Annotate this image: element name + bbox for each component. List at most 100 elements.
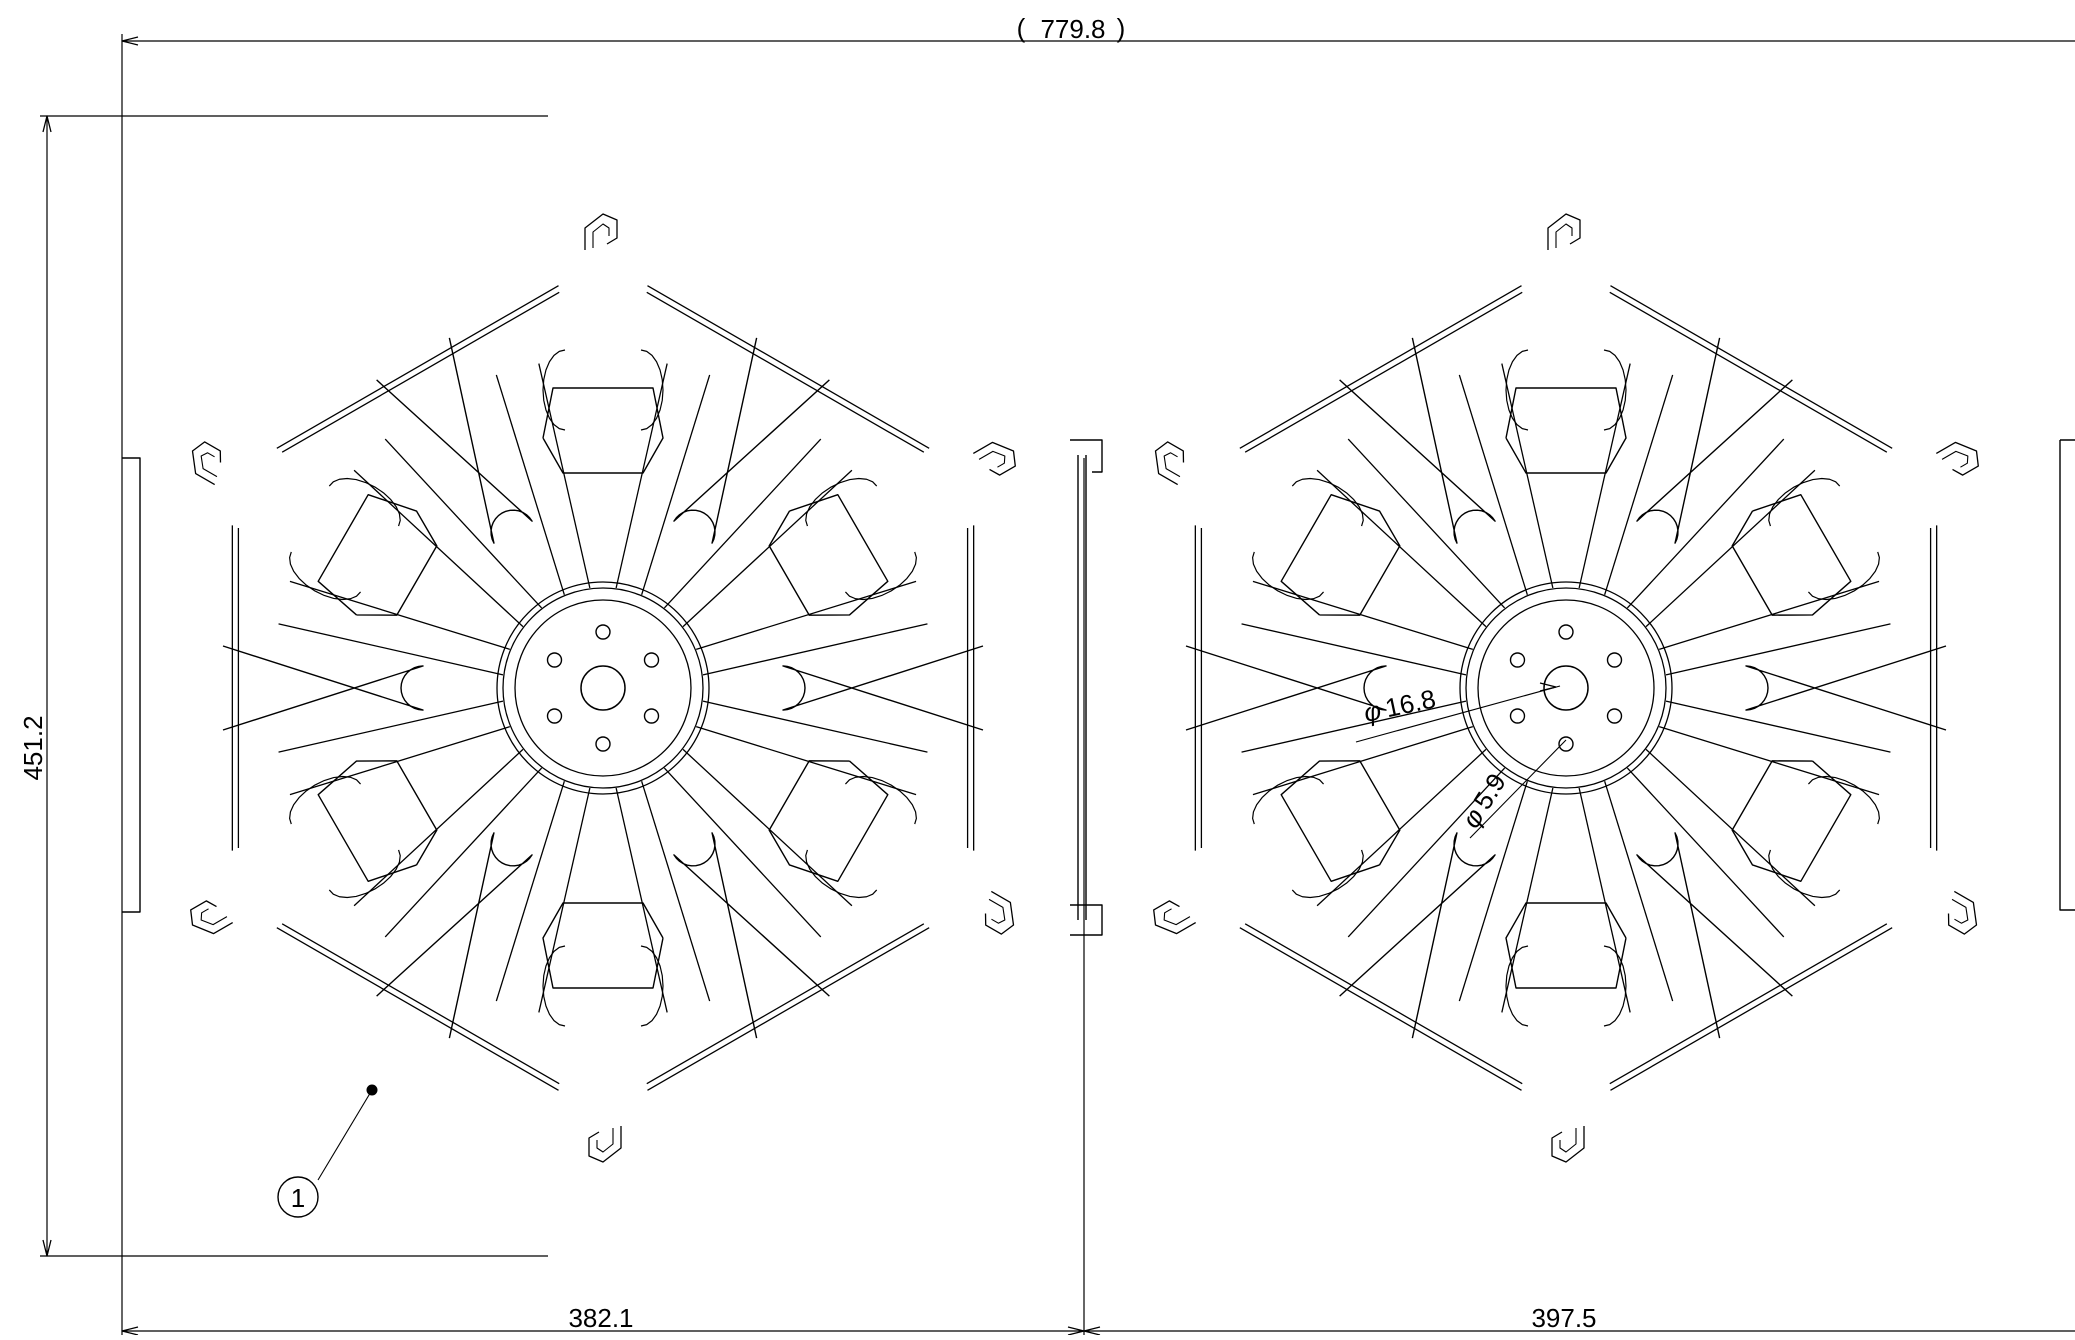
spoke-line — [1658, 726, 1880, 796]
bolt-hole — [643, 652, 660, 668]
hexagon-edge — [1244, 923, 1523, 1085]
corner-hook — [588, 1126, 622, 1163]
spoke-line — [278, 700, 504, 753]
spoke-line — [615, 363, 668, 589]
spoke-line — [663, 767, 822, 938]
corner-hook — [1154, 441, 1185, 486]
spoke-line — [384, 438, 543, 609]
spoke-line — [1665, 623, 1891, 676]
left-width-label: 382.1 — [568, 1303, 633, 1333]
hexagon-edge — [1609, 923, 1888, 1085]
spoke-line — [1578, 787, 1631, 1013]
bolt-hole — [1509, 708, 1526, 724]
corner-hook-inner — [1941, 450, 1969, 468]
spoke-line — [695, 726, 917, 796]
corner-hook — [1551, 1126, 1585, 1163]
panel-right — [1153, 213, 1979, 1163]
overall-width-open-paren: ( — [1017, 13, 1026, 43]
vertex-notch — [1603, 945, 1627, 1027]
hub-ring — [1465, 587, 1667, 789]
corner-hook — [984, 890, 1015, 935]
spoke-line — [1501, 787, 1554, 1013]
spoke-line — [1347, 438, 1506, 609]
spoke-line — [1658, 580, 1880, 650]
corner-hook-inner — [1163, 908, 1191, 926]
vertex-pocket — [768, 493, 889, 616]
vertex-notch — [289, 775, 362, 825]
arrow-head — [1539, 682, 1557, 692]
vertex-notch — [328, 849, 401, 899]
spoke-line — [289, 580, 511, 650]
overall-width-label: 779.8 — [1040, 14, 1105, 44]
vertex-pocket — [317, 760, 438, 883]
corner-hook — [584, 213, 618, 250]
bolt-hole — [1606, 708, 1623, 724]
corner-hook-inner — [1555, 223, 1573, 248]
hub-bore — [1543, 665, 1589, 711]
corner-hook — [1947, 890, 1978, 935]
spoke-line — [1241, 700, 1467, 753]
bolt-hole — [595, 736, 611, 752]
corner-hook — [1935, 441, 1979, 476]
bolt-hole-callout: φ 5.9 — [1456, 768, 1512, 833]
spoke-line — [353, 469, 524, 628]
spoke-line — [1316, 748, 1487, 907]
hexagon-edge — [281, 923, 560, 1085]
bolt-hole-leader — [1469, 739, 1567, 839]
joint-tab — [1070, 439, 1103, 936]
corner-hook-inner — [978, 450, 1006, 468]
corner-hook-inner — [200, 452, 218, 478]
vertex-pocket — [317, 493, 438, 616]
spoke-line — [1578, 363, 1631, 589]
spoke-line — [695, 580, 917, 650]
panel-left — [190, 213, 1016, 1163]
corner-hook — [190, 900, 234, 935]
overall-width-close-paren: ) — [1117, 13, 1126, 43]
hexagon-edge — [1239, 285, 1522, 449]
bolt-hole — [546, 652, 563, 668]
spoke-line — [538, 363, 591, 589]
vertex-pocket — [1731, 760, 1852, 883]
corner-hook-inner — [592, 223, 610, 248]
spoke-line — [1252, 726, 1474, 796]
corner-hook-inner — [988, 898, 1006, 924]
vertex-pocket — [542, 902, 664, 989]
spoke-slot — [1636, 832, 1793, 1039]
hexagon-edge — [647, 285, 930, 449]
hexagon-edge — [1609, 291, 1888, 453]
spoke-slot — [1339, 832, 1496, 1039]
vertex-notch — [1807, 551, 1880, 601]
spoke-slot — [673, 832, 830, 1039]
hexagon-edge — [646, 923, 925, 1085]
vertex-notch — [1505, 349, 1529, 431]
corner-hook-inner — [1559, 1128, 1577, 1153]
vertex-pocket — [768, 760, 889, 883]
left-edge-tab — [122, 457, 141, 913]
spoke-line — [663, 438, 822, 609]
corner-hook-inner — [596, 1128, 614, 1153]
corner-hook — [1153, 900, 1197, 935]
spoke-line — [289, 726, 511, 796]
spoke-line — [353, 748, 524, 907]
hub-inner-ring — [1477, 599, 1655, 777]
spoke-line — [1501, 363, 1554, 589]
spoke-line — [1626, 767, 1785, 938]
hexagon-edge — [1239, 927, 1522, 1091]
hexagon-edge — [646, 291, 925, 453]
spoke-slot — [1339, 337, 1496, 544]
spoke-slot — [1745, 645, 1947, 731]
bolt-hole — [546, 708, 563, 724]
overall-height-label: 451.2 — [18, 715, 48, 780]
spoke-line — [1241, 623, 1467, 676]
part-leader-dot — [366, 1084, 378, 1096]
hexagon-edge — [276, 285, 559, 449]
hub-bore — [580, 665, 626, 711]
spoke-slot — [376, 337, 533, 544]
spoke-line — [641, 780, 711, 1002]
vertex-notch — [289, 551, 362, 601]
part-leader — [317, 1089, 373, 1181]
spoke-slot — [222, 645, 424, 731]
spoke-line — [1458, 374, 1528, 596]
vertex-notch — [640, 349, 664, 431]
corner-hook-inner — [1951, 898, 1969, 924]
